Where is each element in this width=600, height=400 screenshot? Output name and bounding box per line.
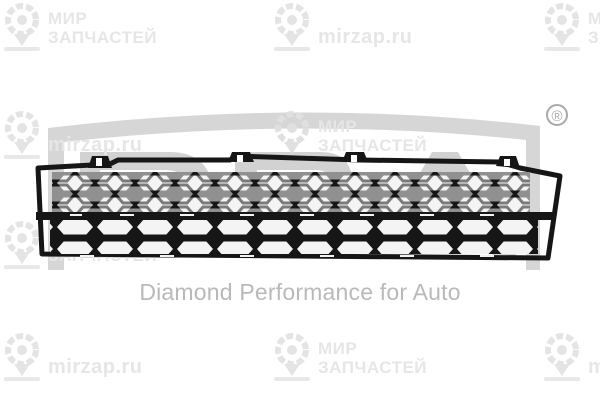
watermark-line2: ЗАПЧАСТЕЙ [48,28,158,47]
watermark-line1: МИР [48,9,88,28]
map-pin-icon [544,3,580,51]
map-pin-icon [274,3,310,51]
map-pin-icon [544,333,580,381]
watermark-mirzap: mirzap.ru [2,332,143,384]
watermark-text: mirzap.ru [48,133,143,156]
map-pin-icon [4,3,40,51]
watermark-line1: МИР [318,117,358,136]
watermark-line2: ЗАПЧАСТЕЙ [318,136,428,155]
map-pin-icon [4,111,40,159]
watermark-line2: ЗАПЧАСТЕЙ [318,358,428,377]
watermark-mirzap: mirzap.ru [542,332,600,384]
watermark-text: mirzap.ru [318,25,413,48]
brand-tagline: Diamond Performance for Auto [139,279,461,305]
registered-trademark-mark: ® [546,104,568,126]
watermark-line1: МИР [318,339,358,358]
watermark-line1: МИР [588,9,600,28]
map-pin-icon [274,333,310,381]
watermark-mirzap: mirzap.ru [2,110,143,162]
watermark-mirzap: mirzap.ru [272,2,413,54]
watermark-text: mirzap.ru [588,355,600,378]
watermark-line2: ЗАПЧАСТЕЙ [588,28,600,47]
map-pin-icon [4,333,40,381]
map-pin-icon [4,221,40,269]
watermark-text: mirzap.ru [48,355,143,378]
